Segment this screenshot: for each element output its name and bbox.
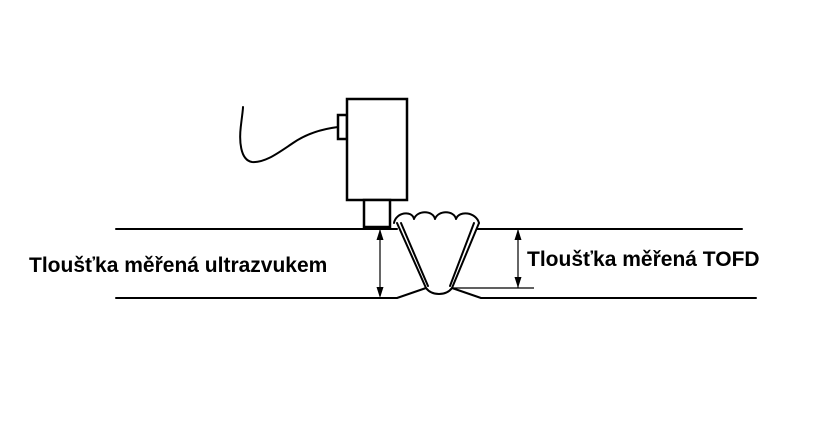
- ultrasonic-arrow-bottom: [376, 287, 384, 298]
- probe-cable: [239, 106, 339, 164]
- probe-connector: [336, 113, 349, 141]
- weld-groove: [396, 222, 480, 289]
- weld-fusion-lines: [400, 222, 475, 287]
- probe-housing: [345, 97, 409, 202]
- plate-bottom-surface: [115, 287, 757, 299]
- ultrasonic-thickness-label: Tloušťka měřená ultrazvukem: [29, 254, 327, 277]
- tofd-arrow-bottom: [514, 277, 522, 288]
- tofd-arrow-top: [514, 229, 522, 240]
- ultrasonic-arrow-top: [376, 229, 384, 240]
- tofd-thickness-label: Tloušťka měřená TOFD: [527, 248, 760, 271]
- weld-cap: [393, 211, 480, 224]
- probe-tip: [362, 198, 392, 229]
